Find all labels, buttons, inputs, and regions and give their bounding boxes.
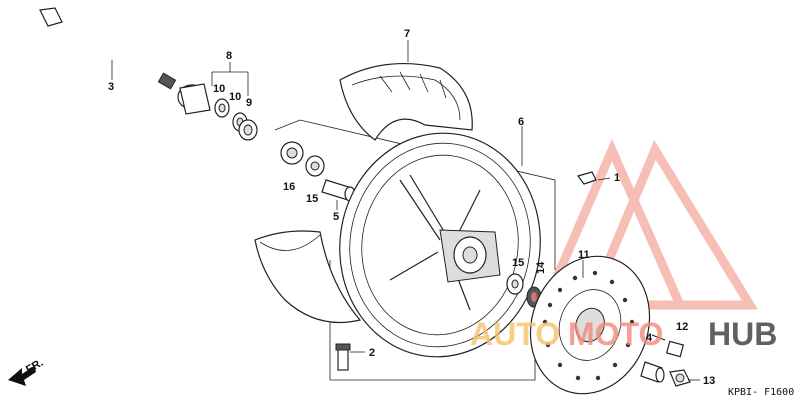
gear-housing-part [177, 83, 211, 115]
part-label-8: 8 [226, 50, 232, 62]
diagram-code: KPBI- F1600 [728, 387, 794, 398]
valve-part [335, 343, 351, 371]
fender-part [254, 230, 362, 324]
tire-part [339, 62, 473, 141]
watermark-auto: AUTO [470, 316, 560, 352]
brake-disc-part [529, 255, 651, 395]
part-label-11: 11 [578, 249, 590, 261]
disc-bolt-part [651, 334, 685, 358]
watermark-hub: HUB [708, 316, 777, 352]
axle-nut-part [669, 369, 691, 387]
part-label-3: 3 [108, 81, 114, 93]
front-direction-arrow [8, 366, 36, 386]
front-direction-label: FR. [24, 357, 45, 376]
part-label-6: 6 [518, 116, 524, 128]
part-label-5: 5 [333, 211, 339, 223]
part-label-1: 1 [614, 172, 620, 184]
part-label-9: 9 [246, 97, 252, 109]
collar-part [640, 361, 665, 383]
part-label-2: 2 [369, 347, 375, 359]
part-label-12: 12 [676, 321, 688, 333]
clip-part [576, 171, 597, 185]
leader-lines [111, 40, 700, 381]
watermark-moto: MOTO [568, 316, 663, 352]
part-label-15b: 15 [512, 257, 524, 269]
part-label-4: 4 [646, 332, 653, 344]
part-label-7: 7 [404, 28, 410, 40]
part-label-16: 16 [283, 181, 295, 193]
axle-part [39, 7, 177, 90]
part-label-15a: 15 [306, 193, 318, 205]
part-label-13: 13 [703, 375, 715, 387]
watermark-text: AUTO MOTO HUB [470, 316, 777, 352]
part-label-10a: 10 [213, 83, 225, 95]
wheel-rim-part [339, 132, 541, 358]
part-label-10b: 10 [229, 91, 241, 103]
part-label-14: 14 [535, 261, 547, 274]
